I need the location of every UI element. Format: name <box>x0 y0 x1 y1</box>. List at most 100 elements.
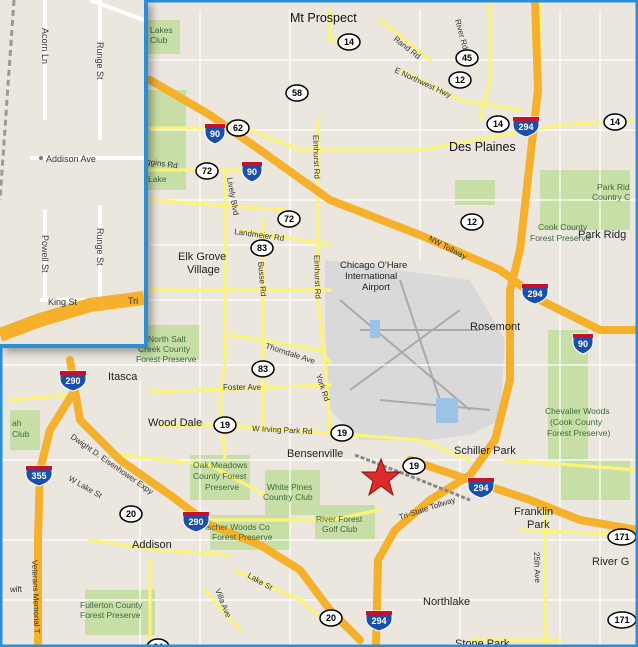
city-addison: Addison <box>132 539 172 551</box>
inset-label-runge-st-south: Runge St <box>95 228 105 266</box>
inset-streets <box>30 0 144 302</box>
road-wift: wift <box>9 585 23 594</box>
svg-text:294: 294 <box>518 122 533 132</box>
road-veterans-memorial: Veterans Memorial T <box>30 560 42 634</box>
park-oak-meadows-line1: Oak Meadows <box>193 460 247 470</box>
interstate-shield-294: 294 <box>512 116 540 138</box>
interstate-shield-294: 294 <box>365 610 393 632</box>
road-elmhurst-rd-south: Elmhurst Rd <box>312 255 323 299</box>
city-elk-grove: Elk Grove <box>178 251 226 263</box>
route-shield-45: 45 <box>455 49 479 67</box>
interstate-shield-290: 290 <box>59 370 87 392</box>
route-shield-83: 83 <box>251 360 275 378</box>
route-shield-19: 19 <box>402 457 426 475</box>
route-shield-20: 20 <box>119 505 143 523</box>
park-fullerton-line1: Fullerton County <box>80 600 143 610</box>
inset-map[interactable]: Acorn Ln Runge St Addison Ave Powell St … <box>0 0 148 348</box>
svg-text:14: 14 <box>610 117 620 127</box>
minor-street-grid <box>0 10 638 647</box>
interstate-shields: 90 90 90 294 294 294 294 290 290 355 <box>25 116 594 632</box>
park-oak-meadows-line3: Preserve <box>205 482 239 492</box>
svg-text:19: 19 <box>337 428 347 438</box>
interstate-shield-294: 294 <box>467 477 495 499</box>
park-ridge-cc-line1: Park Rid <box>597 182 630 192</box>
svg-text:83: 83 <box>257 243 267 253</box>
svg-text:355: 355 <box>31 471 46 481</box>
water-body <box>436 398 458 423</box>
city-park-ridge: Park Ridg <box>578 229 626 241</box>
inset-label-king-st: King St <box>48 297 78 307</box>
interstate-shield-90: 90 <box>572 333 594 355</box>
city-northlake: Northlake <box>423 596 470 608</box>
city-wood-dale: Wood Dale <box>148 417 202 429</box>
svg-text:90: 90 <box>247 167 257 177</box>
inset-marker-dot <box>39 156 43 160</box>
park-ah-club-line2: Club <box>12 429 30 439</box>
railway <box>354 453 471 502</box>
road-w-irving-park-rd: W Irving Park Rd <box>252 424 313 436</box>
city-schiller-park: Schiller Park <box>454 445 516 457</box>
park-chevalier-line2: (Cook County <box>550 417 603 427</box>
park-ridge-cc-line2: Country C <box>592 192 630 202</box>
park-river-forest-line2: Golf Club <box>322 524 358 534</box>
svg-text:72: 72 <box>202 166 212 176</box>
svg-text:90: 90 <box>210 129 220 139</box>
road-25th-ave: 25th Ave <box>532 552 542 584</box>
park-fullerton-line2: Forest Preserve <box>80 610 141 620</box>
park-lakes-club-line1: Lakes <box>150 25 173 35</box>
svg-text:58: 58 <box>292 88 302 98</box>
route-shield-12: 12 <box>460 213 484 231</box>
park-lakes-club-line2: Club <box>150 35 168 45</box>
route-shield-72: 72 <box>277 210 301 228</box>
inset-highway <box>0 291 144 342</box>
svg-text:290: 290 <box>65 376 80 386</box>
park-river-forest-line1: River Forest <box>316 514 363 524</box>
park-north-salt-line1: North Salt <box>148 334 186 344</box>
svg-text:12: 12 <box>455 75 465 85</box>
star-marker-icon[interactable] <box>360 457 402 497</box>
park-white-pines-line2: Country Club <box>263 492 313 502</box>
city-ohare-line1: Chicago O'Hare <box>340 260 407 271</box>
svg-text:294: 294 <box>473 483 488 493</box>
city-franklin: Franklin <box>514 506 553 518</box>
arterial-roads <box>8 0 638 647</box>
park-oak-meadows-line2: County Forest <box>193 471 247 481</box>
svg-text:12: 12 <box>467 217 477 227</box>
inset-label-runge-st-north: Runge St <box>95 42 105 80</box>
park-fischer-line1: Fischer Woods Co <box>200 522 270 532</box>
airport-runways <box>339 279 491 411</box>
svg-text:19: 19 <box>409 461 419 471</box>
interstate-shield-290: 290 <box>182 511 210 533</box>
svg-text:14: 14 <box>493 119 503 129</box>
svg-text:72: 72 <box>284 214 294 224</box>
city-itasca: Itasca <box>108 371 138 383</box>
svg-text:83: 83 <box>258 364 268 374</box>
inset-railway <box>0 0 16 201</box>
route-shield-19: 19 <box>330 424 354 442</box>
route-shield-171: 171 <box>607 528 637 546</box>
route-shield-20: 20 <box>319 609 343 627</box>
inset-land <box>0 0 144 344</box>
interstate-shield-355: 355 <box>25 465 53 487</box>
route-shield-58: 58 <box>285 84 309 102</box>
city-stone-park: Stone Park <box>455 638 510 647</box>
route-shield-14: 14 <box>486 115 510 133</box>
route-shield-12: 12 <box>448 71 472 89</box>
route-shield-72: 72 <box>195 162 219 180</box>
city-mt-prospect: Mt Prospect <box>290 11 357 25</box>
city-river-grove: River G <box>592 556 629 568</box>
interstate-shield-90: 90 <box>241 161 263 183</box>
city-franklin-park: Park <box>527 519 550 531</box>
svg-text:14: 14 <box>344 37 354 47</box>
park-cook-county-line2: Forest Preserve <box>530 233 591 243</box>
city-elk-grove-village: Village <box>187 264 220 276</box>
city-bensenville: Bensenville <box>287 448 343 460</box>
city-rosemont: Rosemont <box>470 321 520 333</box>
svg-text:171: 171 <box>614 532 629 542</box>
park-chevalier-line3: Forest Preserve) <box>547 428 610 438</box>
svg-text:20: 20 <box>126 509 136 519</box>
svg-text:62: 62 <box>233 123 243 133</box>
route-shield-62: 62 <box>226 119 250 137</box>
svg-text:20: 20 <box>326 613 336 623</box>
